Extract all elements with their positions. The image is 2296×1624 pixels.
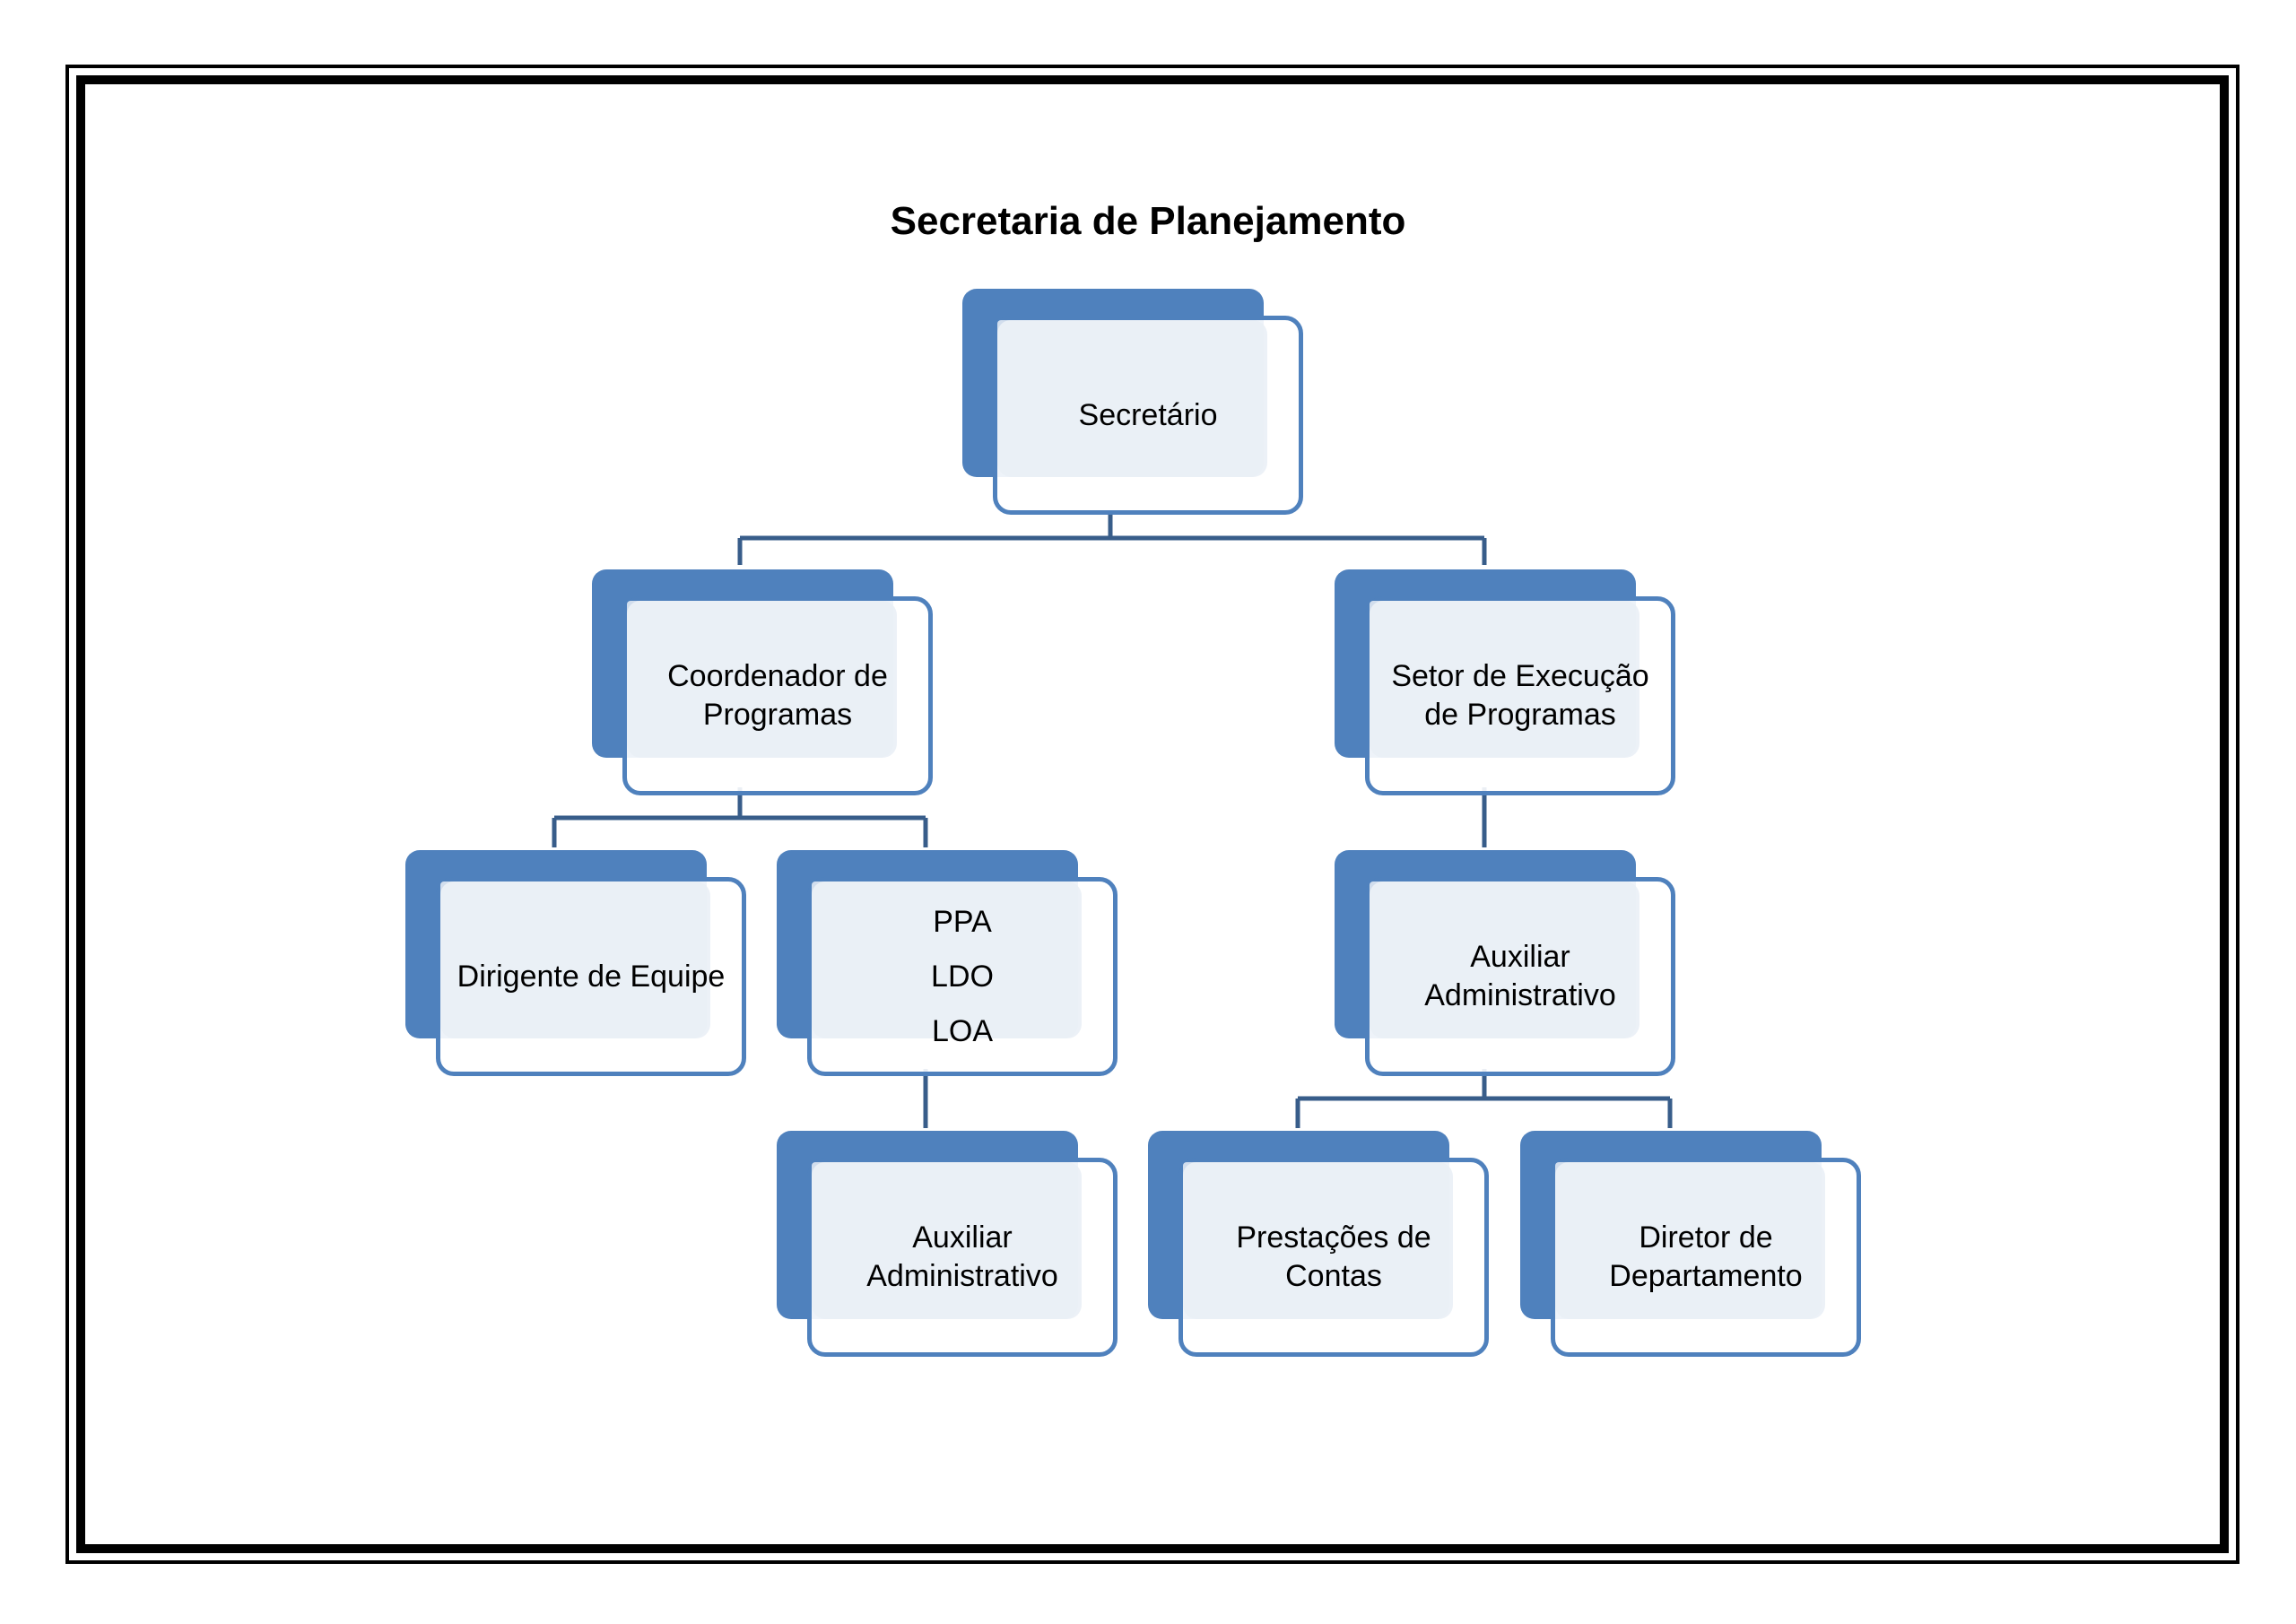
node-label: Dirigente de Equipe [457,959,726,994]
node-label: Secretário [1078,397,1218,432]
node-label: Diretor de Departamento [1609,1220,1803,1293]
node-label: Coordenador de Programas [667,659,888,732]
node-box: Secretário [993,316,1303,515]
node-ppa-ldo-loa: PPA LDO LOA [777,850,1118,1076]
node-box: Diretor de Departamento [1551,1158,1861,1357]
node-setor-execucao: Setor de Execução de Programas [1335,569,1675,795]
node-label: Setor de Execução de Programas [1391,659,1649,732]
node-box: PPA LDO LOA [807,877,1118,1076]
node-label-list: PPA LDO LOA [931,895,994,1059]
chart-title: Secretaria de Planejamento [890,199,1406,243]
page-border-outer [65,65,2239,1564]
node-auxiliar-left: Auxiliar Administrativo [777,1131,1118,1357]
page-border-inner [76,75,2229,1553]
node-diretor: Diretor de Departamento [1520,1131,1861,1357]
node-coordenador: Coordenador de Programas [592,569,933,795]
node-box: Coordenador de Programas [622,596,933,795]
node-secretario: Secretário [962,289,1303,515]
node-box: Dirigente de Equipe [436,877,746,1076]
node-dirigente: Dirigente de Equipe [405,850,746,1076]
node-box: Auxiliar Administrativo [1365,877,1675,1076]
node-label: Auxiliar Administrativo [1424,940,1616,1012]
node-label: Prestações de Contas [1236,1220,1431,1293]
node-box: Auxiliar Administrativo [807,1158,1118,1357]
node-label: Auxiliar Administrativo [866,1220,1058,1293]
node-prestacoes: Prestações de Contas [1148,1131,1489,1357]
node-label-item: LDO [931,959,994,994]
node-box: Setor de Execução de Programas [1365,596,1675,795]
node-auxiliar-right: Auxiliar Administrativo [1335,850,1675,1076]
node-label-item: PPA [933,904,992,939]
node-box: Prestações de Contas [1178,1158,1489,1357]
node-label-item: LOA [931,1013,994,1048]
